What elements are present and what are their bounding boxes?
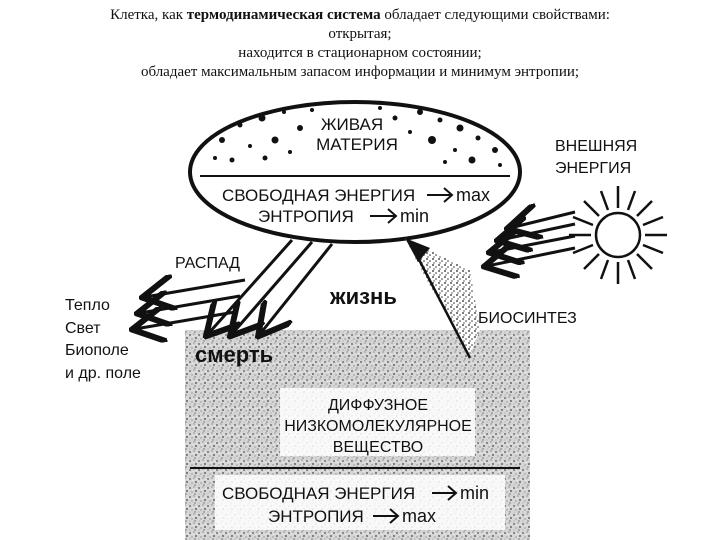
header-line-4: обладает максимальным запасом информации… [140, 64, 580, 80]
bottom-energy-panel [215, 475, 505, 530]
living-free-energy-value: max [456, 185, 490, 205]
incoming-energy-arrows [487, 212, 576, 266]
living-matter-ellipse [188, 100, 522, 244]
living-matter-dots [213, 106, 502, 167]
living-entropy: ЭНТРОПИЯ [258, 207, 354, 226]
output-item-2: Свет [65, 320, 101, 337]
header-line-3: находится в стационарном состоянии; [238, 45, 482, 61]
diffuse-line-3: ВЕЩЕСТВО [333, 439, 423, 456]
biosynthesis-arrow-line [410, 245, 472, 359]
output-item-3: Биополе [65, 342, 129, 359]
header-line-1: Клетка, как термодинамическая система об… [110, 7, 610, 23]
living-entropy-value: min [400, 206, 429, 226]
bottom-free-energy-value: min [460, 483, 489, 503]
diffuse-line-2: НИЗКОМОЛЕКУЛЯРНОЕ [284, 418, 472, 435]
output-arrows [135, 280, 246, 329]
living-title-2: МАТЕРИЯ [316, 135, 398, 154]
external-energy-1: ВНЕШНЯЯ [555, 138, 637, 155]
header-line-2: открытая; [328, 26, 392, 42]
decay-label: РАСПАД [175, 255, 240, 272]
decay-arrows [208, 239, 334, 334]
living-free-energy: СВОБОДНАЯ ЭНЕРГИЯ [222, 186, 415, 205]
output-item-4: и др. поле [65, 365, 141, 382]
biosynthesis-arrow-head [405, 238, 430, 262]
output-item-1: Тепло [65, 297, 110, 314]
biosynthesis-label: БИОСИНТЕЗ [478, 310, 577, 327]
bottom-free-energy-arrow [432, 485, 458, 501]
life-label: жизнь [329, 284, 397, 309]
sun-icon [569, 186, 667, 284]
bottom-entropy-value: max [402, 506, 436, 526]
bottom-entropy-arrow [373, 508, 400, 524]
diffuse-label-panel [280, 388, 475, 456]
external-energy-2: ЭНЕРГИЯ [555, 160, 631, 177]
living-entropy-arrow [370, 208, 398, 224]
header-bold-term: термодинамическая система [186, 7, 381, 23]
living-title-1: ЖИВАЯ [321, 115, 383, 134]
slide-header: Клетка, как термодинамическая система об… [0, 6, 720, 82]
bottom-free-energy: СВОБОДНАЯ ЭНЕРГИЯ [222, 484, 415, 503]
diffuse-line-1: ДИФФУЗНОЕ [328, 397, 428, 414]
living-free-energy-arrow [427, 187, 454, 203]
bottom-entropy: ЭНТРОПИЯ [268, 507, 364, 526]
death-label: смерть [195, 342, 273, 367]
